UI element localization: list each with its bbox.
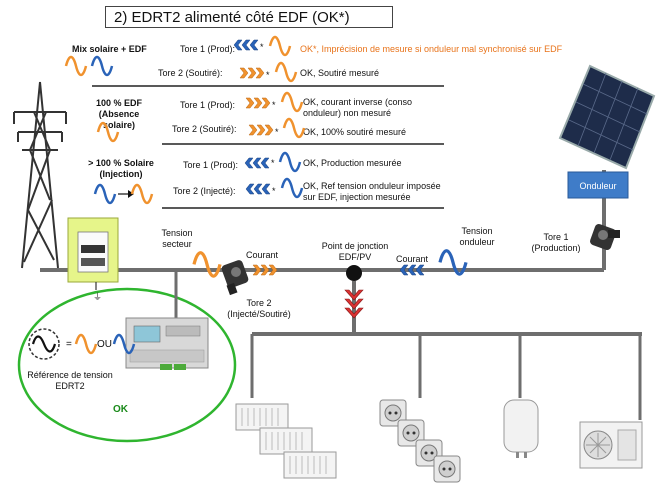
- case-label-mix: Mix solaire + EDF: [72, 44, 147, 54]
- arrow-icon: [128, 190, 134, 198]
- radiator-icon: [235, 403, 337, 479]
- status-text: OK, Soutiré mesuré: [300, 68, 380, 78]
- chevron-blue-icon: [245, 183, 271, 195]
- wave-blue-icon: [93, 183, 117, 205]
- tore-label: Tore 1 (Prod):: [180, 100, 236, 110]
- tore-label: Tore 2 (Soutiré):: [172, 124, 237, 134]
- edrt2-ellipse: [17, 287, 237, 443]
- wave-blue-icon: [278, 151, 302, 173]
- star-mark: *: [271, 158, 275, 168]
- solar-panel-icon: [558, 64, 656, 170]
- case-label-edf: 100 % EDF (Absence solaire): [95, 98, 143, 130]
- wave-orange-icon: [130, 183, 154, 205]
- reference-label: Référence de tension EDRT2: [27, 370, 113, 391]
- star-mark: *: [272, 186, 276, 196]
- wave-orange-icon: [274, 61, 298, 83]
- status-text: OK*, Imprécision de mesure si onduleur m…: [300, 44, 563, 54]
- jonction-label: Point de jonction EDF/PV: [321, 241, 389, 262]
- status-text: OK, Production mesurée: [303, 158, 402, 168]
- red-chevron-down-icon: [344, 289, 364, 319]
- tore2-label: Tore 2 (Injecté/Soutiré): [227, 298, 291, 319]
- courant-label-right: Courant: [396, 254, 429, 264]
- plug-icon: ⏚: [93, 292, 102, 303]
- wave-blue-icon: [90, 55, 114, 77]
- chevron-orange-icon: [239, 67, 265, 79]
- wave-orange-icon: [96, 121, 120, 143]
- tore-label: Tore 1 (Prod):: [180, 44, 236, 54]
- star-mark: *: [275, 127, 279, 137]
- wave-orange-icon: [192, 251, 222, 278]
- onduleur-label: Onduleur: [579, 181, 616, 191]
- star-mark: *: [260, 42, 264, 52]
- wave-blue-icon: [280, 177, 304, 199]
- case-label-injection: > 100 % Solaire (Injection): [88, 158, 154, 179]
- wave-orange-icon: [64, 55, 88, 77]
- status-text: OK, 100% soutiré mesuré: [303, 127, 407, 137]
- water-heater-icon: [503, 399, 539, 458]
- edrt2-module-icon: [125, 317, 209, 370]
- air-conditioner-icon: [579, 421, 643, 469]
- ok-label: OK: [113, 404, 128, 415]
- status-text: OK, courant inverse (conso onduleur) non…: [303, 97, 413, 118]
- pylon-icon: [13, 81, 67, 269]
- page-title: 2) EDRT2 alimenté côté EDF (OK*): [105, 6, 393, 28]
- tore1-label: Tore 1 (Production): [531, 232, 581, 253]
- chevron-orange-icon: [245, 97, 271, 109]
- courant-label-left: Courant: [246, 250, 279, 260]
- socket-icon: [379, 399, 461, 483]
- wave-orange-icon: [268, 35, 292, 57]
- ou-label: OU: [97, 339, 112, 350]
- equals-sign: =: [66, 339, 72, 350]
- wave-orange-icon: [280, 91, 304, 113]
- tension-onduleur-label: Tension onduleur: [459, 226, 495, 247]
- chevron-blue-icon: [244, 157, 270, 169]
- star-mark: *: [266, 70, 270, 80]
- chevron-orange-icon: [248, 124, 274, 136]
- status-text: OK, Ref tension onduleur imposée sur EDF…: [303, 181, 441, 202]
- tore-label: Tore 2 (Injecté):: [173, 186, 236, 196]
- star-mark: *: [272, 100, 276, 110]
- tore1-sensor-icon: [590, 224, 620, 250]
- tore2-sensor-icon: [221, 260, 249, 296]
- tension-secteur-label: Tension secteur: [161, 228, 193, 249]
- onduleur-box: [567, 171, 629, 199]
- wave-orange-icon: [282, 117, 306, 139]
- tore-label: Tore 1 (Prod):: [183, 160, 239, 170]
- tore-label: Tore 2 (Soutiré):: [158, 68, 223, 78]
- chevron-blue-icon: [233, 39, 259, 51]
- wave-orange-icon: [74, 333, 98, 355]
- junction-point-icon: [346, 265, 362, 281]
